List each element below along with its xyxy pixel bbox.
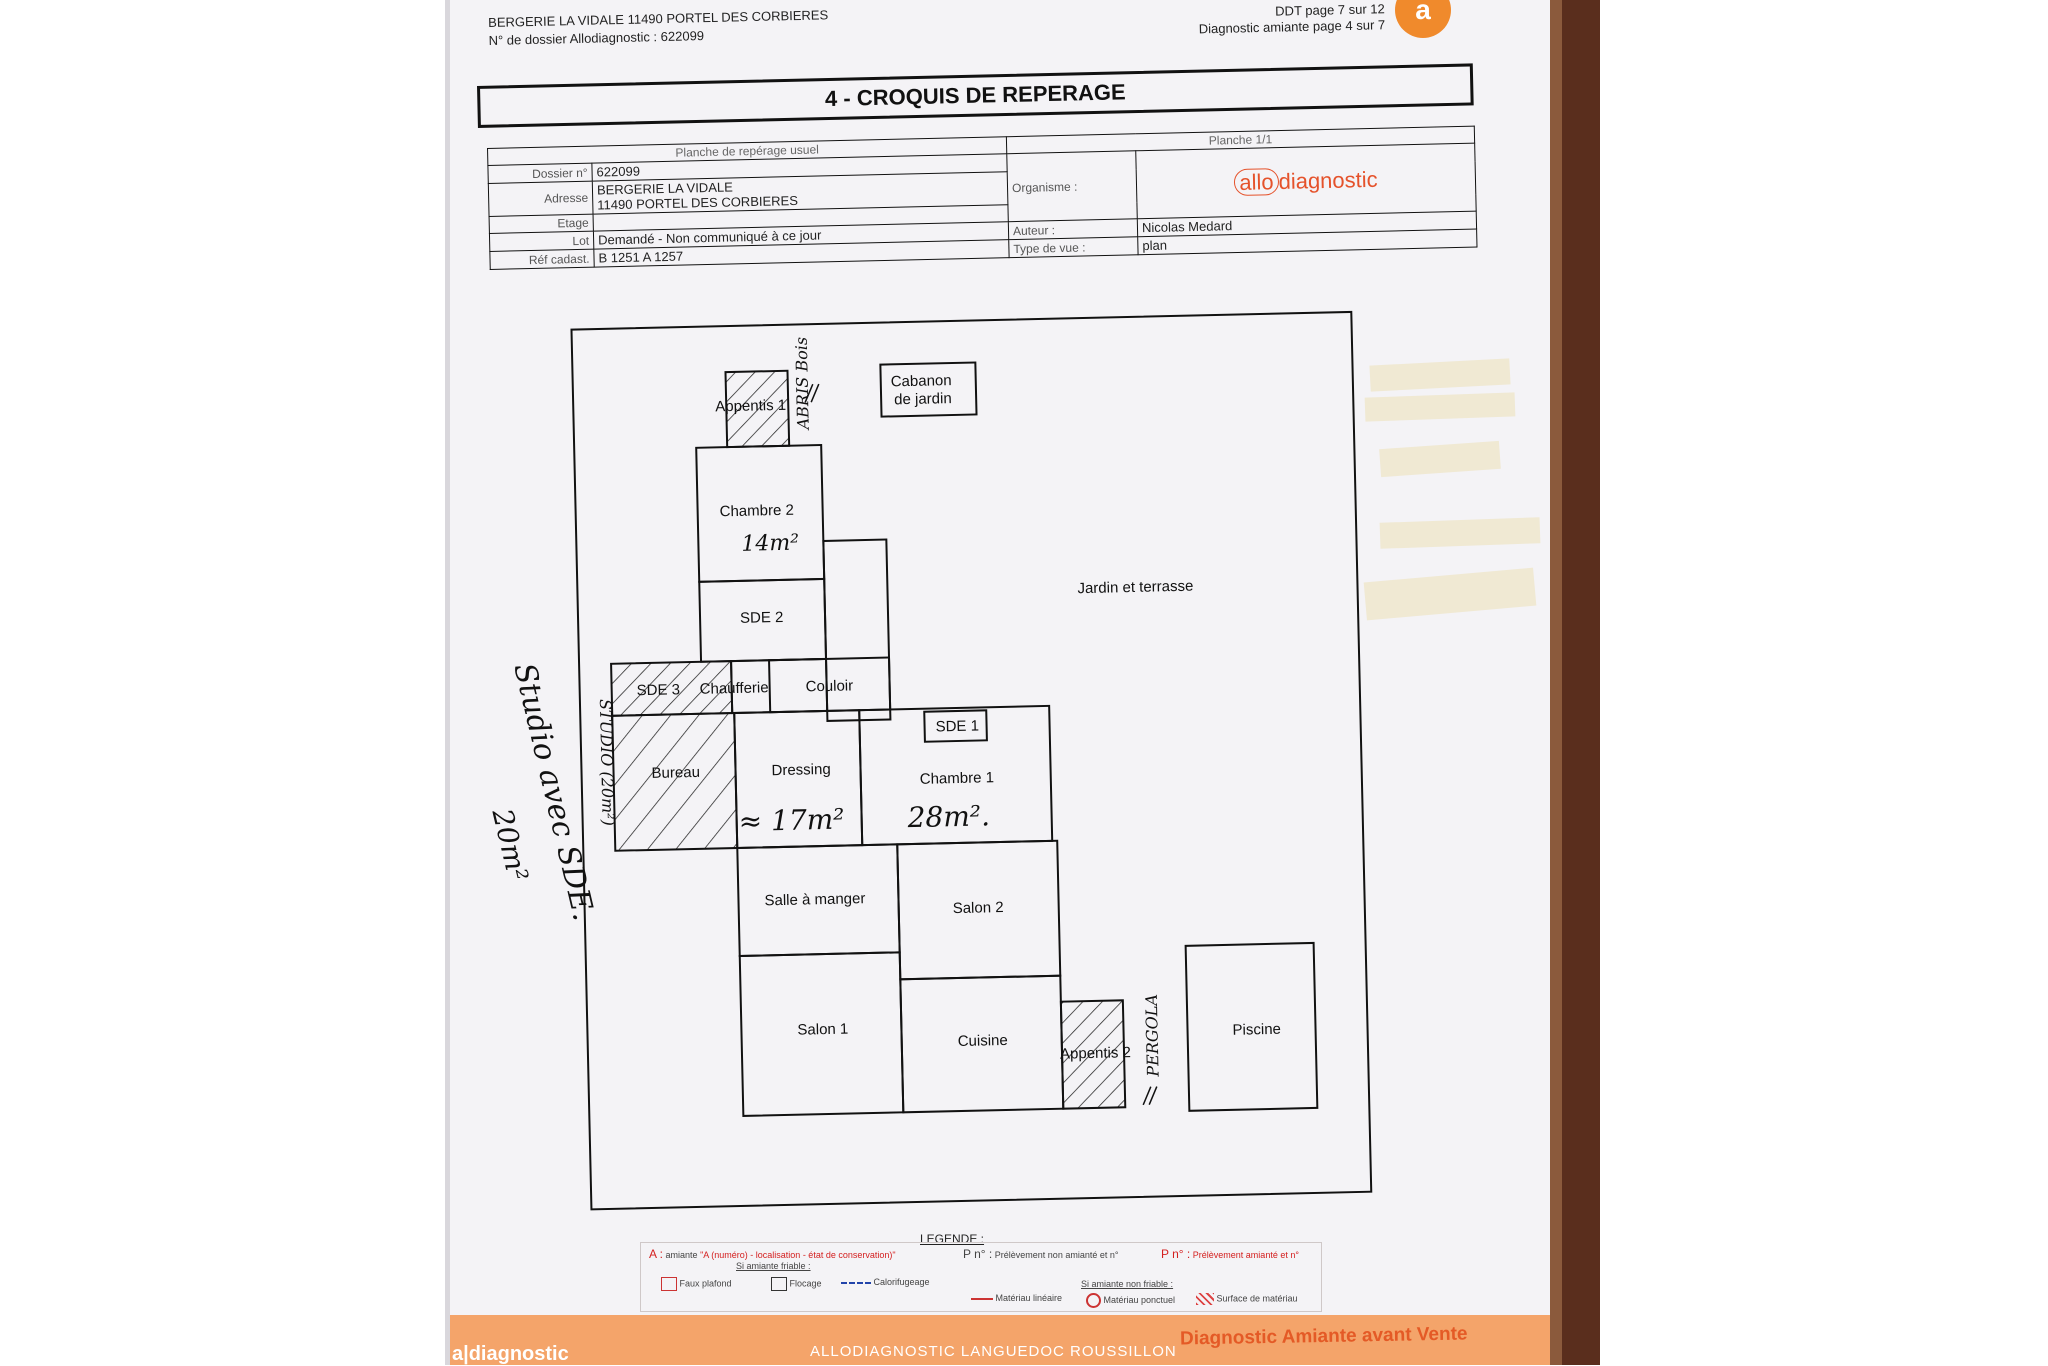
legend-lineaire: Matériau linéaire (971, 1293, 1062, 1303)
hand-dressing-area: ≈ 17m² (738, 803, 844, 838)
plot-boundary (570, 310, 1373, 1211)
legend-ponctuel: Matériau ponctuel (1086, 1293, 1175, 1308)
legend-amiante: A : amiante "A (numéro) - localisation -… (649, 1247, 896, 1261)
legend-pn-text: Prélèvement non amianté et n° (994, 1250, 1119, 1260)
label-appentis-2: Appentis 2 (1060, 1044, 1131, 1063)
ponctuel-icon (1086, 1293, 1101, 1308)
legend-pn: P n° : Prélèvement non amianté et n° (963, 1247, 1118, 1261)
hand-studio-vertical: STUDIO (20m²) (596, 699, 618, 826)
legend-flocage: Flocage (771, 1277, 822, 1291)
label-appentis-1: Appentis 1 (715, 397, 786, 416)
legend-pn-red: P n° : Prélèvement amianté et n° (1161, 1247, 1299, 1261)
hand-abris-bois: ABRIS Bois (792, 337, 813, 432)
appentis-2 (1059, 999, 1127, 1110)
label-salon-2: Salon 2 (953, 899, 1004, 917)
label-sde-3: SDE 3 (637, 681, 681, 699)
label-chambre-1: Chambre 1 (920, 769, 995, 788)
hand-chambre-2-area: 14m² (741, 531, 799, 557)
flocage-icon (771, 1277, 787, 1291)
label-sde-1: SDE 1 (935, 717, 979, 735)
label-cabanon-1: Cabanon (891, 372, 952, 390)
hand-chambre-1-area: 28m². (906, 799, 990, 834)
legend-friable: Si amiante friable : (736, 1261, 811, 1271)
sde-1 (923, 709, 988, 743)
hand-pergola: PERGOLA (1142, 994, 1163, 1078)
legend-faux-plafond: Faux plafond (661, 1277, 732, 1291)
label-chaufferie: Chaufferie (699, 679, 768, 698)
legend-faux-plafond-label: Faux plafond (679, 1278, 732, 1289)
legend-lineaire-label: Matériau linéaire (995, 1293, 1063, 1303)
label-chambre-2: Chambre 2 (719, 502, 794, 521)
label-sde-2: SDE 2 (740, 609, 784, 627)
legend-a-prefix: A : (649, 1247, 664, 1261)
label-salle-a-manger: Salle à manger (764, 890, 865, 909)
label-piscine: Piscine (1232, 1021, 1281, 1039)
legend-calorifugeage-label: Calorifugeage (873, 1277, 930, 1287)
legend-surface-label: Surface de matériau (1216, 1293, 1298, 1304)
piscine (1184, 941, 1319, 1112)
label-couloir: Couloir (805, 677, 853, 695)
legend-surface: Surface de matériau (1196, 1293, 1298, 1305)
legend-box: A : amiante "A (numéro) - localisation -… (640, 1242, 1322, 1312)
cabanon-de-jardin (879, 361, 978, 418)
legend-flocage-label: Flocage (789, 1278, 822, 1289)
footer-company: ALLODIAGNOSTIC LANGUEDOC ROUSSILLON (810, 1343, 1177, 1360)
legend-pn-label: P n° : (963, 1247, 993, 1261)
paper-edge (445, 0, 453, 1365)
bureau (611, 712, 739, 852)
label-salon-1: Salon 1 (797, 1021, 848, 1039)
brand-logo: a (1395, 0, 1451, 38)
legend-ponctuel-label: Matériau ponctuel (1103, 1294, 1176, 1305)
legend-pn-red-label: P n° : (1161, 1247, 1191, 1261)
legend-a-detail: "A (numéro) - localisation - état de con… (700, 1250, 896, 1260)
label-jardin-terrasse: Jardin et terrasse (1077, 578, 1193, 598)
wood-frame (1562, 0, 1602, 1365)
label-cabanon-2: de jardin (894, 390, 952, 408)
lineaire-icon (971, 1297, 993, 1300)
footer-bar (450, 1315, 1550, 1365)
legend-pn-red-text: Prélèvement amianté et n° (1192, 1250, 1299, 1260)
label-dressing: Dressing (771, 761, 831, 779)
legend-calorifugeage: Calorifugeage (841, 1277, 930, 1287)
label-bureau: Bureau (651, 764, 700, 782)
legend-non-friable: Si amiante non friable : (1081, 1279, 1174, 1289)
background-right (1600, 0, 2048, 1365)
surface-icon (1196, 1293, 1214, 1305)
label-cuisine: Cuisine (958, 1032, 1008, 1050)
hand-studio-note-1: Studio avec SDE. (506, 660, 601, 924)
legend-a-text: amiante (665, 1250, 698, 1260)
faux-plafond-icon (661, 1277, 677, 1291)
calorifugeage-icon (841, 1281, 871, 1284)
hand-studio-note-2: 20m² (485, 805, 534, 885)
footer-logo: a|diagnostic (452, 1343, 569, 1365)
